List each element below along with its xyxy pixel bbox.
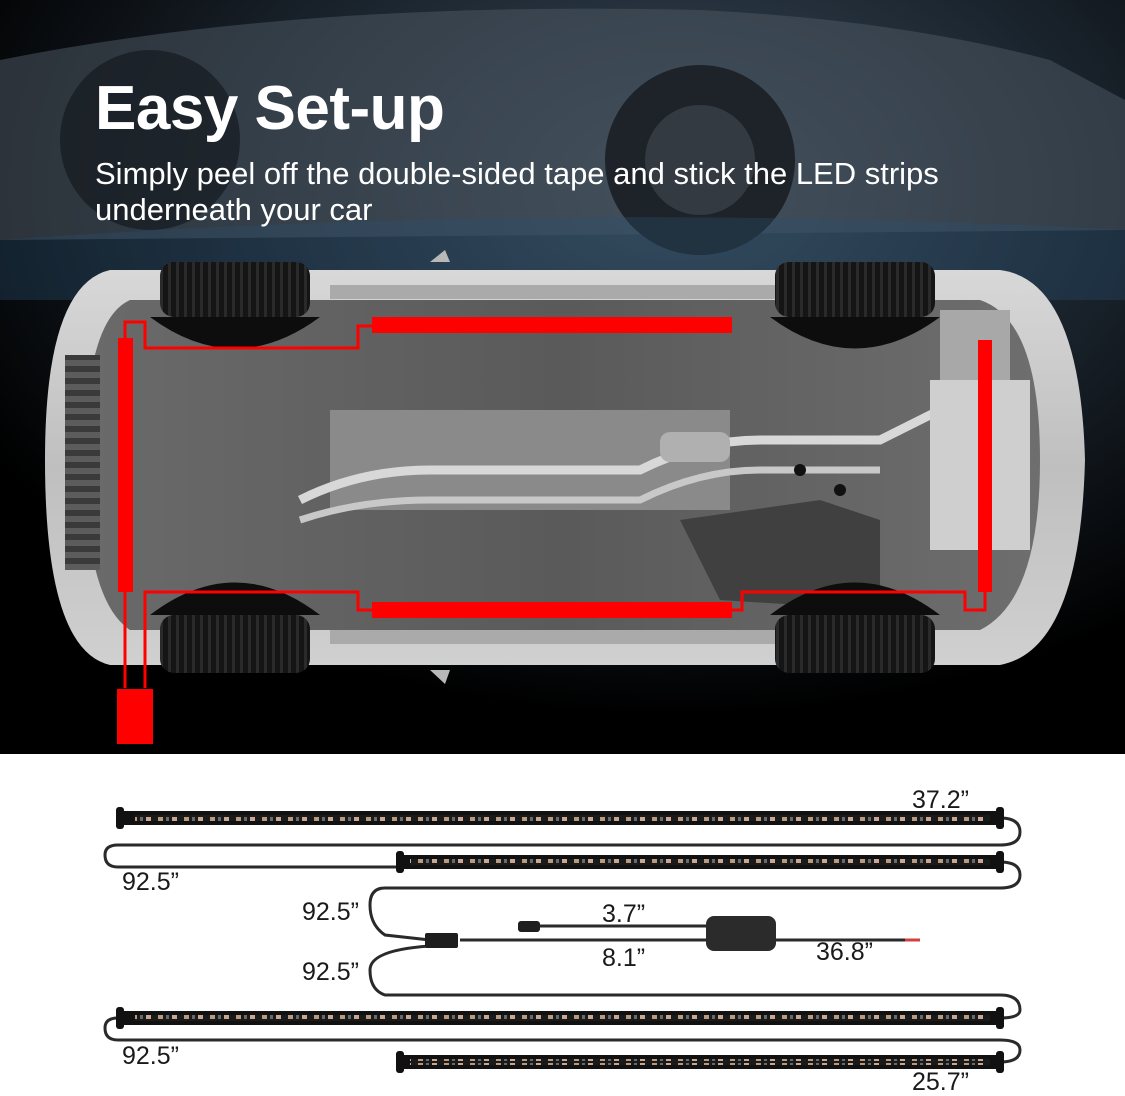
right-side-led-strip [372,602,732,618]
left-side-led-strip [372,317,732,333]
controller-box [706,916,776,951]
dimension-connector-top: 3.7” [602,900,646,928]
dimension-connector-bottom: 8.1” [602,944,646,972]
dimension-cable-top-loop: 92.5” [122,868,179,896]
dimension-cable-upper-branch: 92.5” [302,898,359,926]
dimension-strip-top-long: 37.2” [912,786,969,814]
page-title: Easy Set-up [95,74,445,143]
led-kit-illustration [103,807,1022,1073]
car-underbody-illustration [0,0,1125,754]
cables [103,816,1022,1064]
dimension-strip-bottom-short: 25.7” [912,1068,969,1096]
control-box [117,689,153,744]
power-plug [518,921,540,932]
rear-led-strip [978,340,992,592]
front-led-strip [118,338,133,592]
dimension-power-cable: 36.8” [816,938,873,966]
led-strip-layout [123,320,987,688]
kit-contents-panel: 37.2” 92.5” 92.5” 3.7” 8.1” 36.8” 92.5” … [0,754,1125,1095]
page-subtitle: Simply peel off the double-sided tape an… [95,156,939,227]
dimension-cable-lower-branch: 92.5” [302,958,359,986]
splitter-connector [425,933,458,948]
dimension-cable-bottom-loop: 92.5” [122,1042,179,1070]
installation-diagram-panel: Easy Set-up Simply peel off the double-s… [0,0,1125,754]
